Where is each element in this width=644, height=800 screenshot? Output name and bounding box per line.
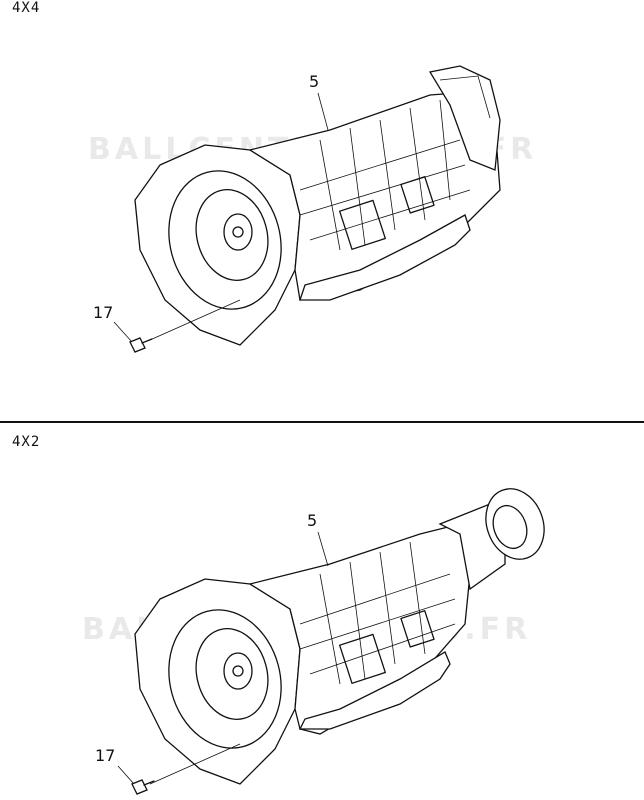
variant-label: 4X4 (12, 0, 41, 16)
transmission-assembly-illustration (113, 65, 501, 353)
callout-part-17: 17 (93, 303, 114, 322)
callout-part-17: 17 (95, 746, 116, 765)
diagram-panel-4x2: BALLCENTERPARTS.FR 4X2 5 17 (0, 424, 644, 800)
callout-part-5: 5 (309, 72, 320, 91)
diagram-panel-4x4: BALLCENTERPARTS.FR 4X4 5 17 (12, 0, 534, 353)
panel-divider (0, 421, 644, 423)
callout-part-5: 5 (307, 511, 318, 530)
variant-label: 4X2 (12, 434, 41, 450)
transmission-assembly-illustration (117, 488, 545, 795)
